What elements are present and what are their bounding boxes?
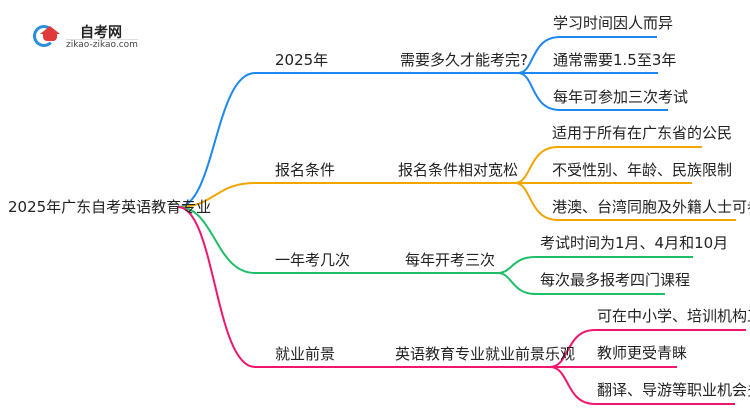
leaf: 每年可参加三次考试 [553, 88, 689, 106]
root-topic: 2025年广东自考英语教育专业 [8, 198, 212, 216]
logo: 自考网 zikao-zikao.com [30, 20, 170, 50]
branch-label: 一年考几次 [275, 251, 351, 269]
logo-url: zikao-zikao.com [66, 39, 138, 50]
branch-1-lines [177, 36, 668, 208]
leaf: 通常需要1.5至3年 [553, 51, 677, 69]
leaf: 学习时间因人而异 [553, 14, 674, 32]
branch-2-lines [177, 146, 736, 221]
leaf: 翻译、导游等职业机会多 [597, 381, 750, 399]
leaf: 考试时间为1月、4月和10月 [540, 234, 729, 252]
leaf: 每次最多报考四门课程 [540, 271, 691, 289]
leaf: 适用于所有在广东省的公民 [552, 124, 733, 142]
graduation-cap-icon [40, 26, 60, 34]
branch-label: 就业前景 [275, 345, 336, 363]
branch-summary: 需要多久才能考完? [400, 51, 528, 69]
leaf: 可在中小学、培训机构工作 [597, 307, 750, 325]
branch-summary: 报名条件相对宽松 [398, 161, 519, 179]
branch-label: 2025年 [275, 51, 329, 69]
branch-summary: 英语教育专业就业前景乐观 [395, 345, 576, 363]
branch-label: 报名条件 [275, 161, 336, 179]
branch-summary: 每年开考三次 [405, 251, 496, 269]
leaf: 港澳、台湾同胞及外籍人士可参加 [552, 198, 750, 216]
graduation-cap-base [43, 33, 57, 41]
logo-name: 自考网 [80, 25, 122, 41]
leaf: 不受性别、年龄、民族限制 [552, 161, 733, 179]
branch-3-lines [177, 206, 693, 295]
leaf: 教师更受青睐 [597, 344, 688, 362]
branch-4-lines [177, 206, 746, 405]
